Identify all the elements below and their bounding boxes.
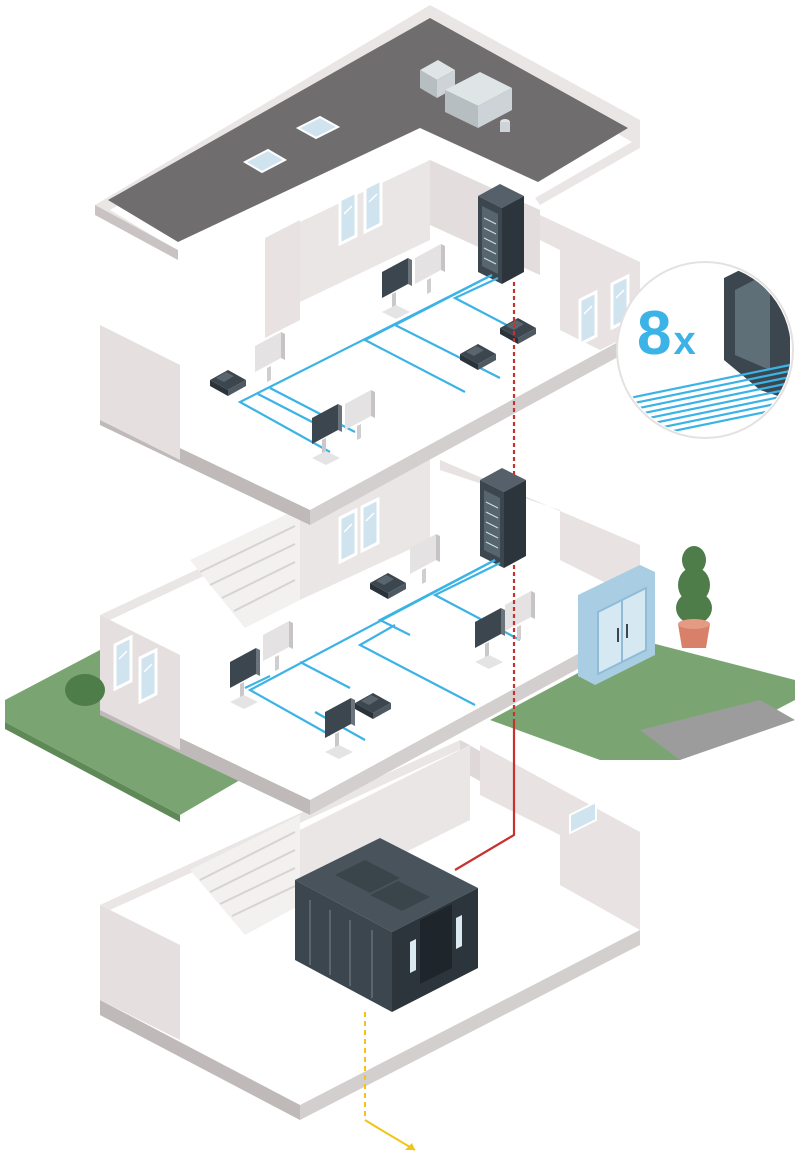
cable-count-suffix: x	[673, 319, 696, 363]
shrub-icon	[65, 674, 105, 706]
basement-window-icon	[569, 800, 597, 835]
network-cabling-floor-2	[244, 559, 521, 741]
tree-icon	[676, 546, 712, 648]
server-pod-icon	[295, 838, 478, 1012]
ground-floor-stairs	[190, 508, 300, 628]
hvac-unit-icon	[420, 60, 512, 132]
ground-floor-level	[5, 458, 795, 822]
cable-count-label: 8x	[637, 303, 696, 365]
riser-cable	[454, 282, 516, 871]
cable-count-number: 8	[637, 299, 672, 368]
basement-level	[100, 740, 640, 1120]
outside-cable	[364, 1012, 416, 1151]
walkway	[640, 700, 795, 760]
roof-level	[95, 5, 640, 260]
skylight-icon	[242, 115, 341, 174]
network-rack-icon	[477, 183, 525, 285]
basement-stairs	[190, 815, 300, 935]
entrance-door-icon	[578, 565, 655, 685]
network-rack-icon	[479, 467, 527, 569]
grass-left	[5, 650, 240, 815]
cable-count-callout	[616, 261, 794, 439]
upper-floor-level	[100, 160, 640, 525]
